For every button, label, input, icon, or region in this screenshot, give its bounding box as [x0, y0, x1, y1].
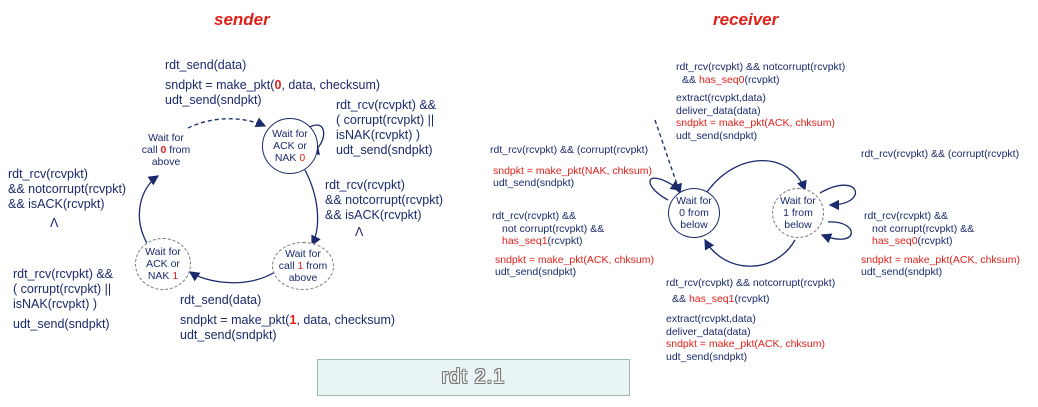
event-text: && isACK(rcvpkt): [325, 208, 422, 222]
sender-title: sender: [214, 10, 270, 29]
action-text: sndpkt = make_pkt(ACK, chksum): [495, 253, 655, 266]
event-text: not corrupt(rcvpkt) &&: [872, 222, 975, 235]
event-text: not corrupt(rcvpkt) &&: [502, 222, 605, 235]
action-text: udt_send(sndpkt): [165, 93, 262, 107]
sender-send1-label: rdt_send(data) sndpkt = make_pkt(1, data…: [180, 293, 395, 343]
action-text: extract(rcvpkt,data): [676, 92, 766, 104]
arrow-ack0-to-call1: [304, 169, 321, 247]
arrow-wait1-to-wait0: [704, 238, 796, 267]
arrow-ack1-to-call0: [138, 175, 160, 246]
event-text: rdt_rcv(rcvpkt): [325, 178, 405, 192]
event-text: && has_seq0(rcvpkt): [682, 73, 780, 86]
state-wait-0-from-below: Wait for 0 from below: [668, 188, 720, 238]
state-label-line: 1 from: [783, 207, 813, 219]
state-label-line: NAK 1: [147, 270, 179, 282]
event-text: isNAK(rcvpkt) ): [336, 128, 421, 142]
caption-text: rdt 2.1: [441, 366, 506, 388]
action-text: udt_send(sndpkt): [493, 177, 575, 189]
action-text: sndpkt = make_pkt(1, data, checksum): [180, 313, 396, 327]
arrow-call1-to-ack1: [188, 271, 276, 284]
event-text: rdt_rcv(rcvpkt) && (corrupt(rcvpkt): [490, 144, 649, 156]
state-wait-call-0: Wait for call 0 from above: [140, 124, 192, 176]
arrow-wait0-to-wait1: [704, 160, 807, 196]
event-text: ( corrupt(rcvpkt) ||: [336, 113, 435, 127]
action-text: deliver_data(data): [676, 104, 761, 117]
action-text: udt_send(sndpkt): [336, 143, 433, 157]
state-label-line: call 0 from: [141, 144, 191, 156]
state-label-line: 0 from: [679, 207, 709, 219]
event-text: rdt_rcv(rcvpkt) && (corrupt(rcvpkt): [861, 148, 1020, 160]
state-label-line: Wait for: [148, 132, 184, 144]
state-label-line: ACK or: [146, 258, 180, 270]
action-text: extract(rcvpkt,data): [666, 313, 756, 325]
lambda-text: Λ: [50, 216, 59, 230]
lambda-text: Λ: [355, 225, 364, 239]
action-text: sndpkt = make_pkt(NAK, chksum): [493, 164, 653, 177]
state-label-line: Wait for: [676, 195, 712, 207]
loop-wait0-left: [649, 177, 682, 201]
event-text: && isACK(rcvpkt): [8, 197, 105, 211]
sender-ack0-label: rdt_rcv(rcvpkt) && notcorrupt(rcvpkt) &&…: [325, 178, 443, 240]
loop-wait1-dup: [820, 221, 852, 244]
receiver-dup1-label: rdt_rcv(rcvpkt) && not corrupt(rcvpkt) &…: [492, 210, 654, 279]
sender-ack1-label: rdt_rcv(rcvpkt) && notcorrupt(rcvpkt) &&…: [8, 167, 126, 231]
state-label-line: ACK or: [273, 140, 307, 152]
event-text: rdt_rcv(rcvpkt) &&: [864, 210, 949, 222]
event-text: rdt_rcv(rcvpkt) && notcorrupt(rcvpkt): [666, 277, 836, 289]
receiver-corrupt1-label: rdt_rcv(rcvpkt) && (corrupt(rcvpkt): [861, 148, 1019, 161]
sender-selfloop0-label: rdt_rcv(rcvpkt) && ( corrupt(rcvpkt) || …: [336, 98, 436, 158]
event-text: && notcorrupt(rcvpkt): [325, 193, 444, 207]
receiver-dup0-label: rdt_rcv(rcvpkt) && not corrupt(rcvpkt) &…: [861, 210, 1021, 279]
event-text: rdt_rcv(rcvpkt) &&: [492, 210, 577, 222]
state-wait-call-1: Wait for call 1 from above: [272, 242, 334, 290]
state-label-line: above: [151, 156, 181, 168]
state-wait-1-from-below: Wait for 1 from below: [772, 188, 824, 238]
receiver-top-label: rdt_rcv(rcvpkt) && notcorrupt(rcvpkt) &&…: [676, 61, 845, 142]
action-text: udt_send(sndpkt): [495, 266, 577, 278]
action-text: udt_send(sndpkt): [676, 129, 758, 142]
state-label-line: Wait for: [780, 195, 816, 207]
state-label-line: below: [680, 219, 708, 231]
state-label-line: NAK 0: [274, 152, 306, 164]
action-text: sndpkt = make_pkt(0, data, checksum): [165, 78, 381, 92]
event-text: rdt_send(data): [180, 293, 262, 307]
state-wait-ack-nak-0: Wait for ACK or NAK 0: [262, 118, 318, 174]
arrow-wait0-init: [654, 119, 682, 195]
action-text: deliver_data(data): [666, 325, 751, 338]
event-text: rdt_rcv(rcvpkt) &&: [336, 98, 437, 112]
event-text: rdt_rcv(rcvpkt): [8, 167, 88, 181]
action-text: sndpkt = make_pkt(ACK, chksum): [666, 338, 826, 350]
state-wait-ack-nak-1: Wait for ACK or NAK 1: [135, 238, 191, 290]
action-text: udt_send(sndpkt): [180, 328, 277, 342]
sender-selfloop1-label: rdt_rcv(rcvpkt) && ( corrupt(rcvpkt) || …: [13, 267, 113, 332]
event-text: rdt_rcv(rcvpkt) && notcorrupt(rcvpkt): [676, 61, 846, 73]
event-text: has_seq0(rcvpkt): [872, 235, 953, 247]
event-text: && notcorrupt(rcvpkt): [8, 182, 127, 196]
event-text: has_seq1(rcvpkt): [502, 235, 583, 247]
state-label-line: above: [288, 272, 318, 284]
sender-send0-label: rdt_send(data) sndpkt = make_pkt(0, data…: [165, 58, 380, 108]
action-text: udt_send(sndpkt): [666, 350, 748, 363]
event-text: isNAK(rcvpkt) ): [13, 297, 98, 311]
event-text: ( corrupt(rcvpkt) ||: [13, 282, 112, 296]
event-text: rdt_send(data): [165, 58, 247, 72]
loop-wait1-corrupt: [819, 184, 857, 211]
event-text: rdt_rcv(rcvpkt) &&: [13, 267, 114, 281]
receiver-corrupt0-label: rdt_rcv(rcvpkt) && (corrupt(rcvpkt) sndp…: [490, 144, 652, 190]
caption-box: rdt 2.1: [317, 359, 630, 396]
state-label-line: Wait for: [272, 128, 308, 140]
receiver-title: receiver: [713, 10, 779, 29]
action-text: sndpkt = make_pkt(ACK, chksum): [676, 117, 836, 129]
arrow-call0-to-ack0: [187, 117, 267, 129]
action-text: udt_send(sndpkt): [861, 266, 943, 278]
action-text: udt_send(sndpkt): [13, 317, 110, 331]
state-label-line: Wait for: [145, 246, 181, 258]
action-text: sndpkt = make_pkt(ACK, chksum): [861, 253, 1021, 266]
state-label-line: Wait for: [285, 248, 321, 260]
event-text: && has_seq1(rcvpkt): [672, 292, 770, 305]
receiver-bottom-label: rdt_rcv(rcvpkt) && notcorrupt(rcvpkt) &&…: [666, 277, 835, 363]
state-label-line: call 1 from: [278, 260, 328, 272]
state-label-line: below: [784, 219, 812, 231]
